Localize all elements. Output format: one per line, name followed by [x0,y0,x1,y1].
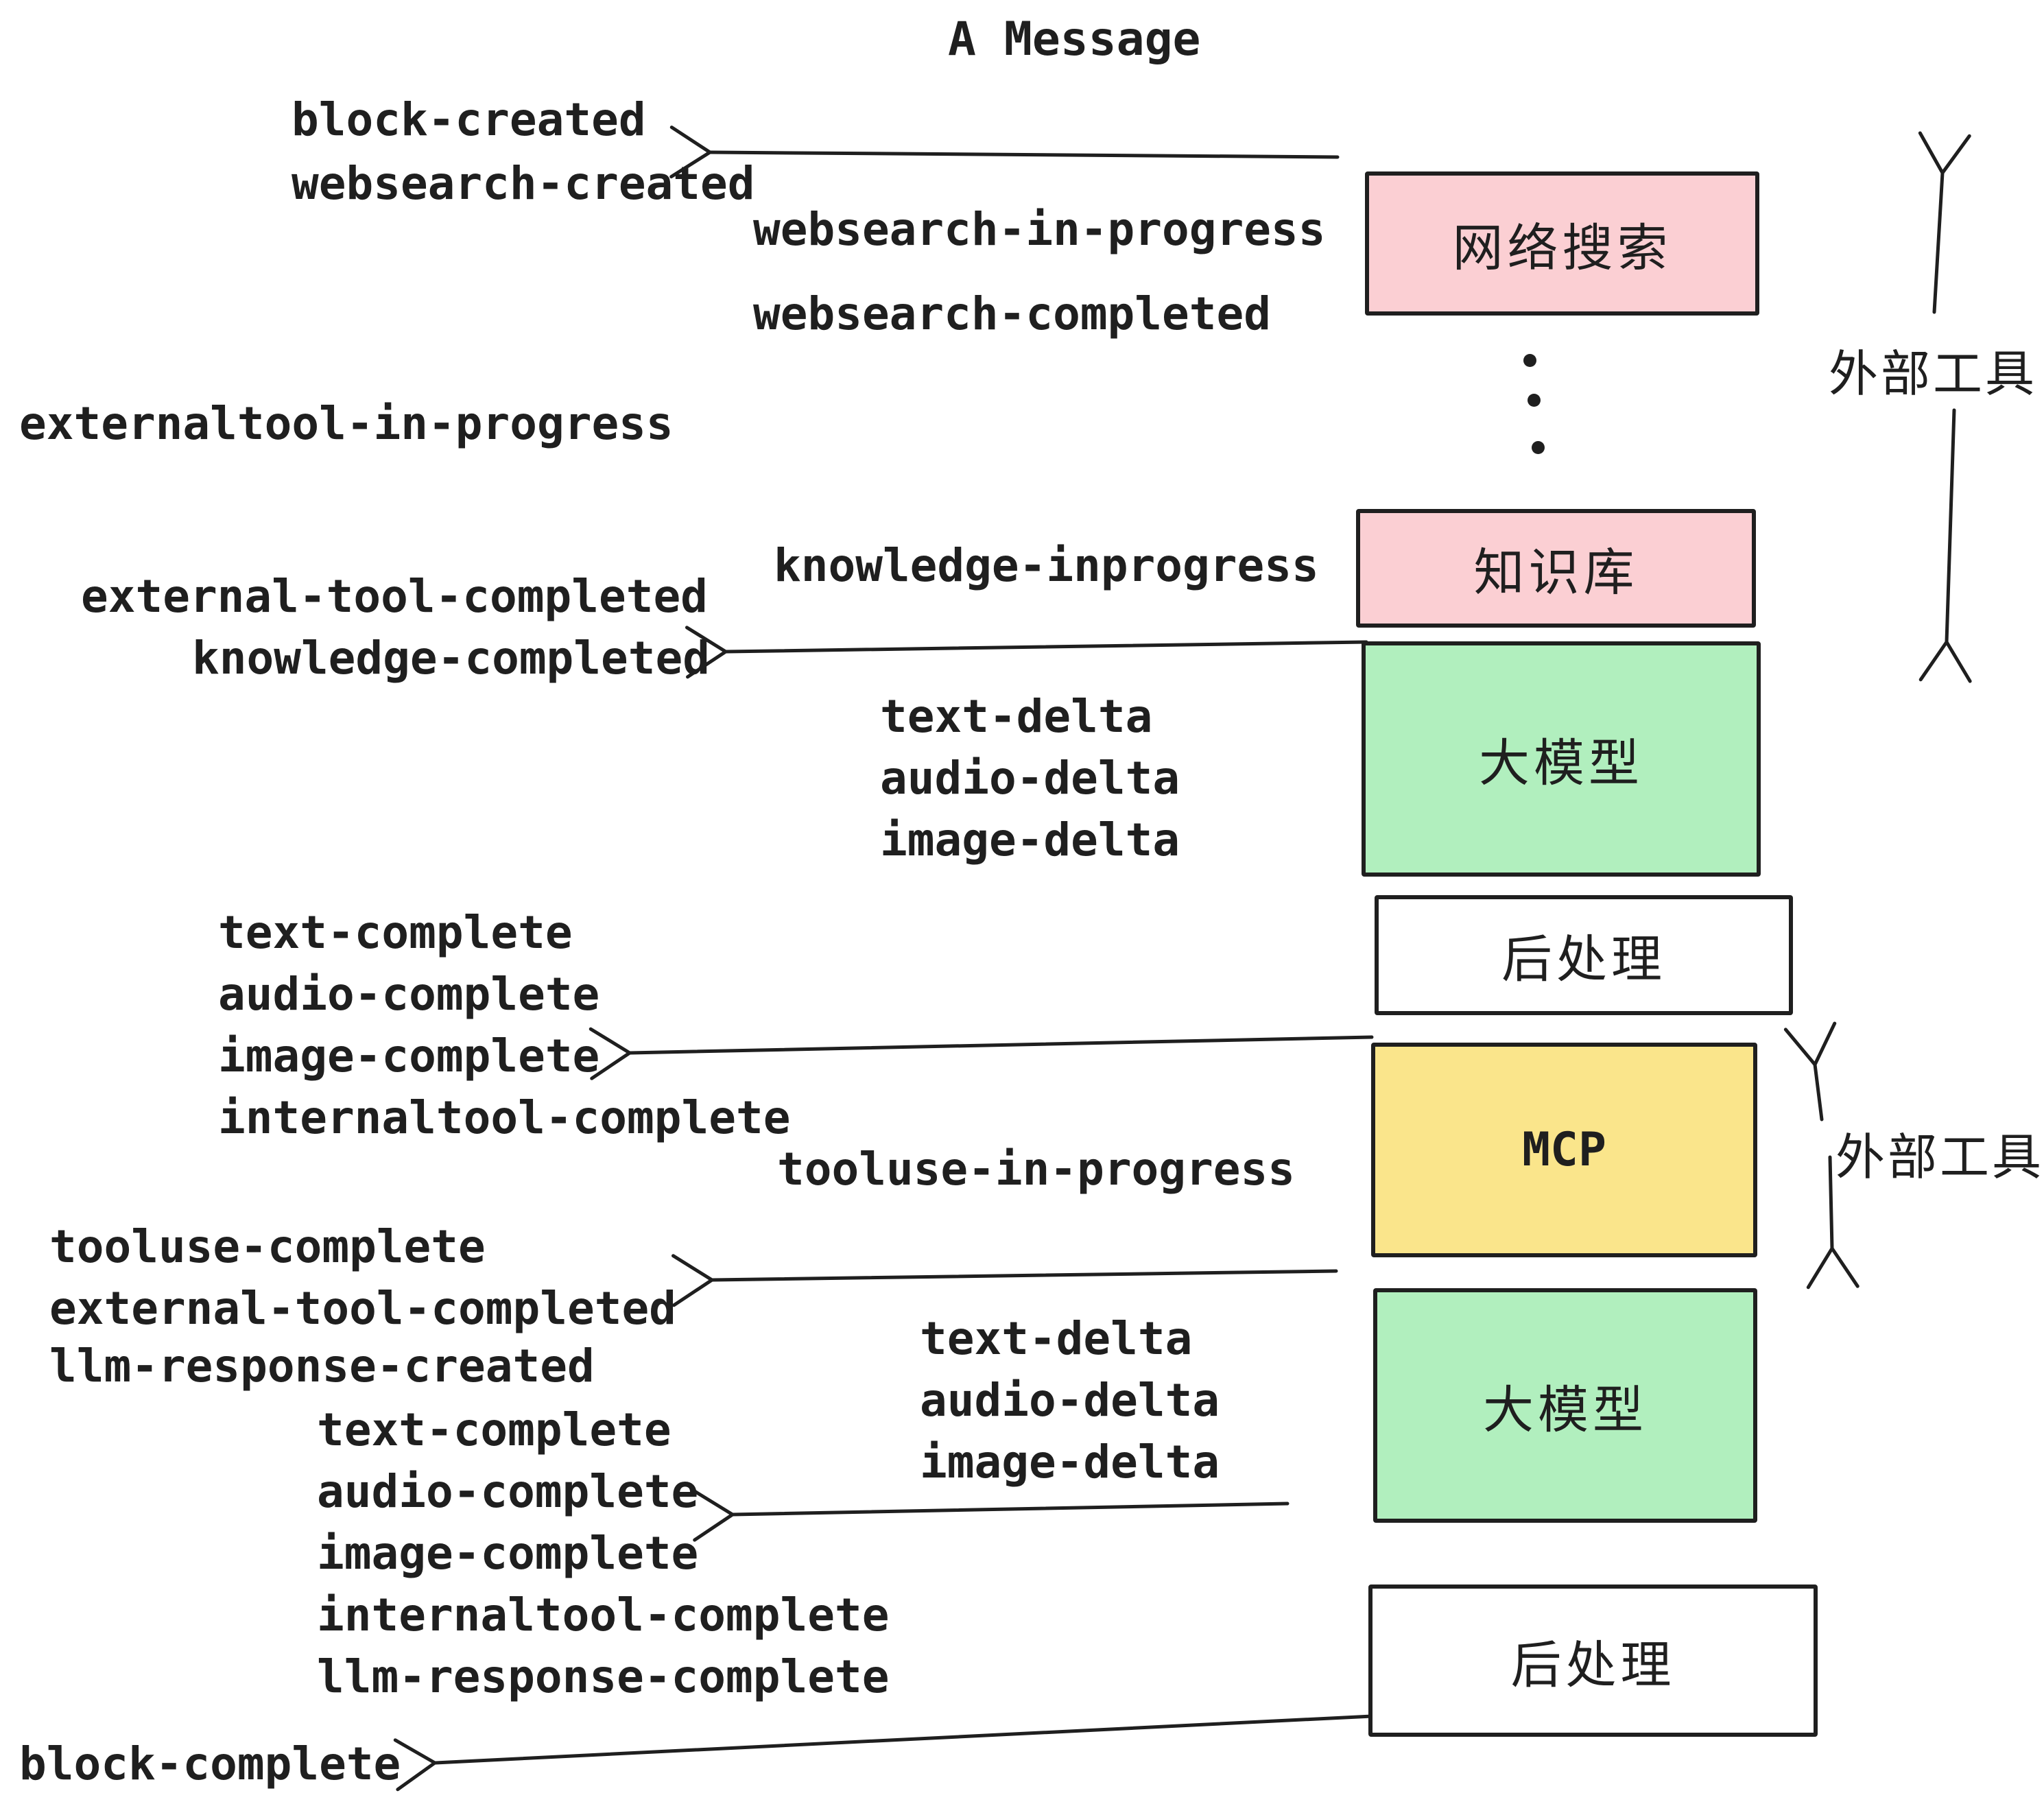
external-tools-label-mcp: 外部工具 [1835,1130,2044,1185]
event-label-knowledge-completed: knowledge-completed [192,632,710,685]
mcp-box: MCP [1371,1043,1757,1257]
event-label-audio-delta: audio-delta [880,752,1180,805]
event-label-external-tool-completed-2: external-tool-completed [49,1282,676,1335]
external-tools-up-arrow [1918,131,1971,314]
event-label-text-complete-2: text-complete [317,1403,672,1456]
event-label-externaltool-in-progress: externaltool-in-progress [19,397,674,450]
arrow-image-complete [589,1027,1374,1080]
event-label-tooluse-in-progress: tooluse-in-progress [777,1143,1295,1196]
event-label-internaltool-complete: internaltool-complete [218,1091,791,1144]
mcp-box-label: MCP [1522,1123,1606,1177]
external-tools-down-arrow [1918,408,1972,683]
ellipsis-dot-3 [1532,441,1545,454]
arrow-block-complete [393,1714,1374,1792]
event-label-tooluse-complete: tooluse-complete [49,1220,486,1273]
postprocess-box-1: 后处理 [1375,895,1793,1015]
llm-box-2-label: 大模型 [1483,1381,1648,1438]
event-label-image-delta-2: image-delta [920,1436,1220,1488]
event-label-block-created: block-created [292,93,646,146]
postprocess-box-2-label: 后处理 [1510,1636,1676,1694]
event-label-text-complete: text-complete [218,906,573,959]
event-label-llm-response-created: llm-response-created [49,1340,595,1392]
event-label-block-complete: block-complete [19,1737,401,1790]
event-label-llm-response-complete: llm-response-complete [317,1650,890,1703]
diagram-title: A Message [948,12,1201,67]
knowledge-box-label: 知识库 [1473,544,1639,601]
ellipsis-dot-1 [1523,354,1536,367]
external-tools-up-arrow-2 [1783,1021,1837,1121]
llm-box-1-label: 大模型 [1479,735,1643,792]
event-label-websearch-created: websearch-created [292,157,755,210]
event-label-image-complete: image-complete [218,1030,600,1082]
postprocess-box-1-label: 后处理 [1501,931,1666,988]
arrow-audio-complete [691,1488,1290,1542]
event-label-knowledge-inprogress: knowledge-inprogress [774,539,1319,592]
event-label-websearch-in-progress: websearch-in-progress [753,203,1326,256]
event-label-internaltool-complete-2: internaltool-complete [317,1589,890,1641]
arrow-tooluse-complete [671,1254,1338,1307]
ellipsis-dot-2 [1528,394,1541,407]
arrow-websearch-created [669,126,1340,179]
arrow-knowledge-completed [685,626,1368,679]
event-label-audio-complete: audio-complete [218,968,600,1021]
event-label-image-delta: image-delta [880,814,1180,866]
llm-box-1: 大模型 [1362,641,1761,877]
postprocess-box-2: 后处理 [1368,1585,1818,1737]
event-label-text-delta-2: text-delta [920,1312,1193,1365]
event-label-external-tool-completed: external-tool-completed [81,570,708,623]
knowledge-box: 知识库 [1356,509,1756,628]
llm-box-2: 大模型 [1373,1288,1757,1523]
event-label-text-delta: text-delta [880,690,1153,743]
websearch-box: 网络搜索 [1365,171,1759,316]
event-label-websearch-completed: websearch-completed [753,287,1271,340]
event-label-image-complete-2: image-complete [317,1527,699,1580]
external-tools-down-arrow-2 [1806,1155,1859,1290]
external-tools-label-top: 外部工具 [1829,347,2038,402]
websearch-box-label: 网络搜索 [1452,219,1672,276]
event-label-audio-complete-2: audio-complete [317,1465,699,1518]
event-label-audio-delta-2: audio-delta [920,1374,1220,1427]
